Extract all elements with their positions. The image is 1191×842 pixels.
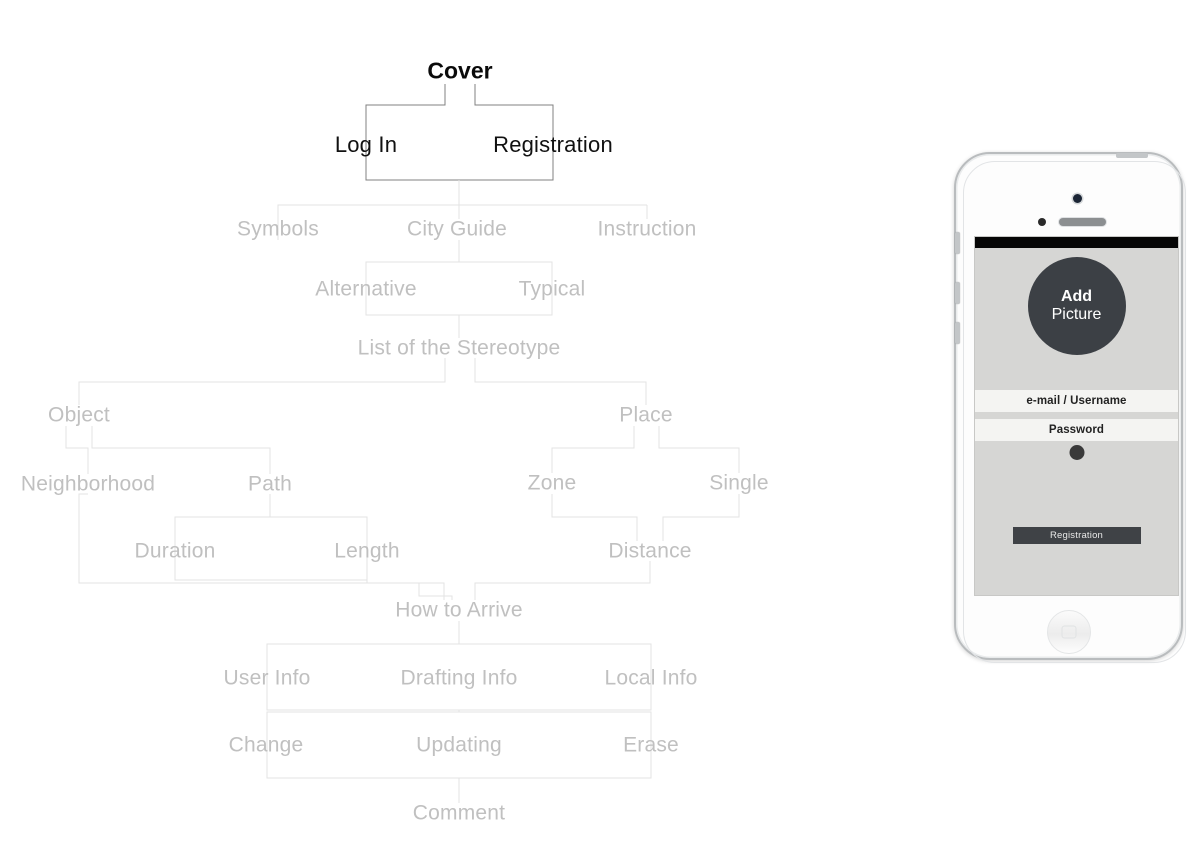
phone-mockup: Add Picture e-mail / Username Password R… bbox=[950, 148, 1191, 664]
earpiece-speaker-icon bbox=[1059, 218, 1106, 226]
registration-button[interactable]: Registration bbox=[1012, 527, 1141, 544]
diagram-node-registration[interactable]: Registration bbox=[493, 132, 613, 157]
diagram-node-drafting-info[interactable]: Drafting Info bbox=[400, 666, 518, 690]
diagram-connector-lines bbox=[65, 84, 740, 803]
diagram-node-typical[interactable]: Typical bbox=[518, 277, 586, 301]
diagram-node-city-guide[interactable]: City Guide bbox=[406, 217, 508, 241]
diagram-node-cover[interactable]: Cover bbox=[427, 57, 493, 84]
front-camera-icon bbox=[1073, 194, 1082, 203]
diagram-node-distance[interactable]: Distance bbox=[608, 539, 692, 563]
diagram-node-list-of-the-stereotype[interactable]: List of the Stereotype bbox=[357, 336, 561, 360]
password-input[interactable]: Password bbox=[975, 419, 1178, 441]
diagram-node-zone[interactable]: Zone bbox=[527, 471, 577, 495]
proximity-sensor-icon bbox=[1038, 218, 1046, 226]
diagram-node-local-info[interactable]: Local Info bbox=[604, 666, 698, 690]
diagram-node-alternative[interactable]: Alternative bbox=[315, 277, 417, 301]
diagram-node-comment[interactable]: Comment bbox=[412, 801, 506, 825]
volume-up-button[interactable] bbox=[955, 282, 960, 304]
diagram-node-length[interactable]: Length bbox=[334, 539, 400, 563]
mute-switch-button[interactable] bbox=[955, 232, 960, 254]
diagram-node-user-info[interactable]: User Info bbox=[223, 666, 311, 690]
add-picture-label-line1: Add bbox=[1060, 288, 1093, 306]
email-username-input[interactable]: e-mail / Username bbox=[975, 390, 1178, 412]
phone-screen: Add Picture e-mail / Username Password R… bbox=[974, 236, 1179, 596]
diagram-node-how-to-arrive[interactable]: How to Arrive bbox=[395, 598, 523, 622]
home-button[interactable] bbox=[1046, 610, 1091, 654]
diagram-node-instruction[interactable]: Instruction bbox=[597, 217, 697, 241]
diagram-node-erase[interactable]: Erase bbox=[623, 733, 679, 757]
diagram-node-single[interactable]: Single bbox=[709, 471, 769, 495]
status-bar bbox=[975, 237, 1178, 248]
diagram-node-updating[interactable]: Updating bbox=[416, 733, 502, 757]
diagram-node-login[interactable]: Log In bbox=[334, 132, 398, 157]
volume-down-button[interactable] bbox=[955, 322, 960, 344]
diagram-node-path[interactable]: Path bbox=[248, 472, 292, 496]
phone-body: Add Picture e-mail / Username Password R… bbox=[954, 152, 1186, 663]
diagram-node-place[interactable]: Place bbox=[619, 403, 673, 427]
add-picture-label-line2: Picture bbox=[1051, 306, 1102, 323]
home-square-icon bbox=[1061, 625, 1076, 639]
touch-cursor-dot bbox=[1069, 445, 1084, 460]
diagram-node-object[interactable]: Object bbox=[48, 403, 110, 427]
diagram-node-change[interactable]: Change bbox=[228, 733, 304, 757]
diagram-node-symbols[interactable]: Symbols bbox=[237, 217, 319, 241]
power-button[interactable] bbox=[1116, 153, 1148, 158]
diagram-node-duration[interactable]: Duration bbox=[134, 539, 216, 563]
add-picture-button[interactable]: Add Picture bbox=[1027, 257, 1126, 355]
diagram-node-neighborhood[interactable]: Neighborhood bbox=[20, 472, 156, 496]
